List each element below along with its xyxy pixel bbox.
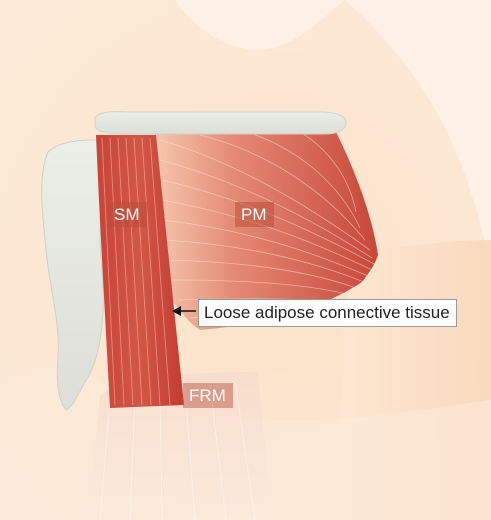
clavicle-bone <box>95 112 346 134</box>
label-pm: PM <box>235 202 274 227</box>
label-frm: FRM <box>183 383 233 408</box>
callout-loose-adipose-tissue: Loose adipose connective tissue <box>198 299 457 327</box>
label-sm: SM <box>108 202 147 227</box>
